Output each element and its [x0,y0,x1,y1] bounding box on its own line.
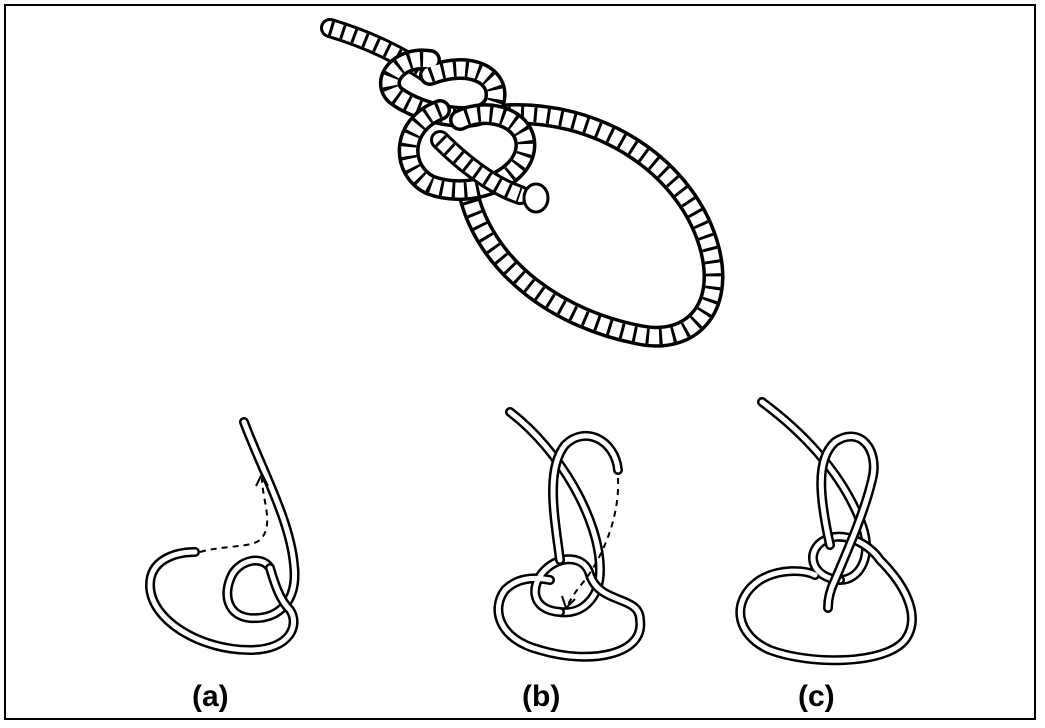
step-a-label: (a) [192,682,229,712]
bowline-rope-illustration [330,28,714,337]
step-c-illustration [740,402,912,660]
large-loop-rope [470,114,714,337]
step-a-illustration [150,422,295,650]
threading-path-arrow [200,478,267,552]
step-b-illustration [498,412,640,657]
knot-collar-loop [409,110,526,190]
rope-end-tip [524,184,548,212]
step-c-label: (c) [798,682,835,712]
step-b-label: (b) [522,682,560,712]
